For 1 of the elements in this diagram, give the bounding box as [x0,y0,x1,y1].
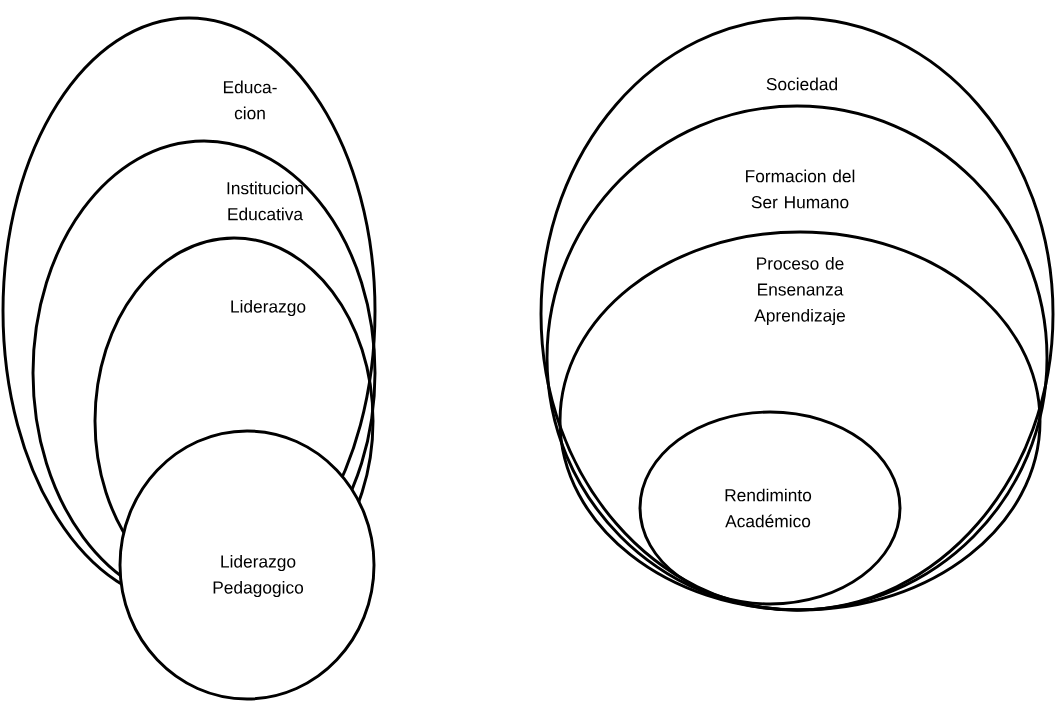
node-label: Liderazgo Pedagogico [213,554,304,598]
